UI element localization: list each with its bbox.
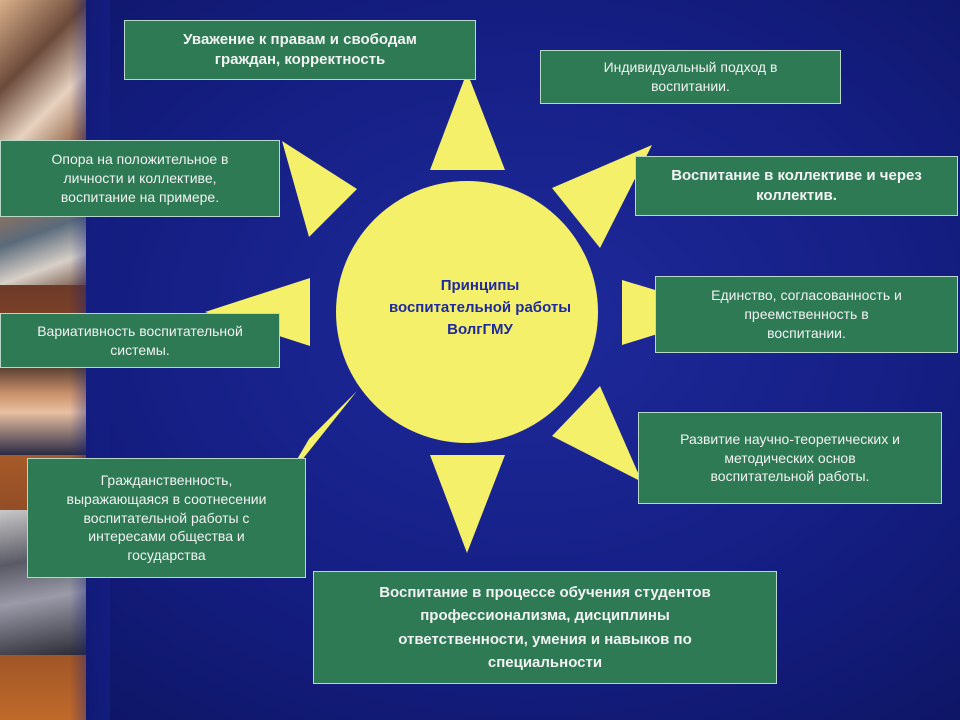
center-title-line3: ВолгГМУ xyxy=(447,320,513,338)
sun-ray-top-left xyxy=(282,141,357,237)
principle-left-lower-line1: Гражданственность, xyxy=(100,471,233,488)
principle-right-lower-line2: методических основ xyxy=(724,449,856,466)
principle-right-middle-line2: преемственность в xyxy=(744,306,869,323)
principle-left-lower-line5: государства xyxy=(127,547,206,564)
principle-left-lower-line4: интересами общества и xyxy=(88,528,245,545)
principle-right-middle-line3: воспитании. xyxy=(767,324,846,341)
principle-box-top-right: Индивидуальный подход в воспитании. xyxy=(540,50,841,104)
sun-ray-top xyxy=(430,72,505,170)
principle-box-top: Уважение к правам и свободам граждан, ко… xyxy=(124,20,476,80)
principle-bottom-line2: профессионализма, дисциплины xyxy=(420,607,670,625)
principle-top-left-line2: личности и коллективе, xyxy=(63,170,217,187)
principle-right-lower-line3: воспитательной работы. xyxy=(710,468,870,485)
principle-box-top-left: Опора на положительное в личности и колл… xyxy=(0,140,280,217)
principle-left-lower-line3: воспитательной работы с xyxy=(83,509,250,526)
sun-ray-bottom-right xyxy=(552,386,642,482)
principle-top-line1: Уважение к правам и свободам xyxy=(183,30,417,48)
principle-bottom-line1: Воспитание в процессе обучения студентов xyxy=(379,584,711,601)
principle-top-line2: граждан, корректность xyxy=(214,51,386,68)
principle-top-left-line1: Опора на положительное в xyxy=(51,151,229,168)
sun-core xyxy=(336,181,598,443)
principle-box-bottom: Воспитание в процессе обучения студентов… xyxy=(313,571,777,684)
principle-right-lower-line1: Развитие научно-теоретических и xyxy=(680,430,900,447)
principle-box-left-lower: Гражданственность, выражающаяся в соотне… xyxy=(27,458,306,578)
principle-right-upper-line2: коллектив. xyxy=(756,187,837,204)
principle-left-middle-line2: системы. xyxy=(110,341,170,358)
principle-right-upper-line1: Воспитание в коллективе и через xyxy=(671,166,922,184)
center-title-line1: Принципы xyxy=(440,277,520,294)
principle-top-right-line1: Индивидуальный подход в xyxy=(603,59,778,76)
principle-left-middle-line1: Вариативность воспитательной xyxy=(37,322,243,339)
principle-right-middle-line1: Единство, согласованность и xyxy=(711,287,902,304)
principle-box-right-lower: Развитие научно-теоретических и методиче… xyxy=(638,412,942,504)
center-title-line2: воспитательной работы xyxy=(388,298,572,316)
principle-box-left-middle: Вариативность воспитательной системы. xyxy=(0,313,280,368)
principle-box-right-middle: Единство, согласованность и преемственно… xyxy=(655,276,958,353)
principle-bottom-line4: специальности xyxy=(487,653,603,671)
principle-top-right-line2: воспитании. xyxy=(651,78,730,94)
principle-left-lower-line2: выражающаяся в соотнесении xyxy=(66,490,267,507)
sun-ray-bottom xyxy=(430,455,505,553)
sun-ray-top-right xyxy=(552,145,652,248)
principle-top-left-line3: воспитание на примере. xyxy=(60,188,220,205)
principle-bottom-line3: ответственности, умения и навыков по xyxy=(398,630,692,648)
center-title: Принципы воспитательной работы ВолгГМУ xyxy=(380,275,580,340)
sun-ray-left xyxy=(205,278,310,346)
principle-box-right-upper: Воспитание в коллективе и через коллекти… xyxy=(635,156,958,216)
